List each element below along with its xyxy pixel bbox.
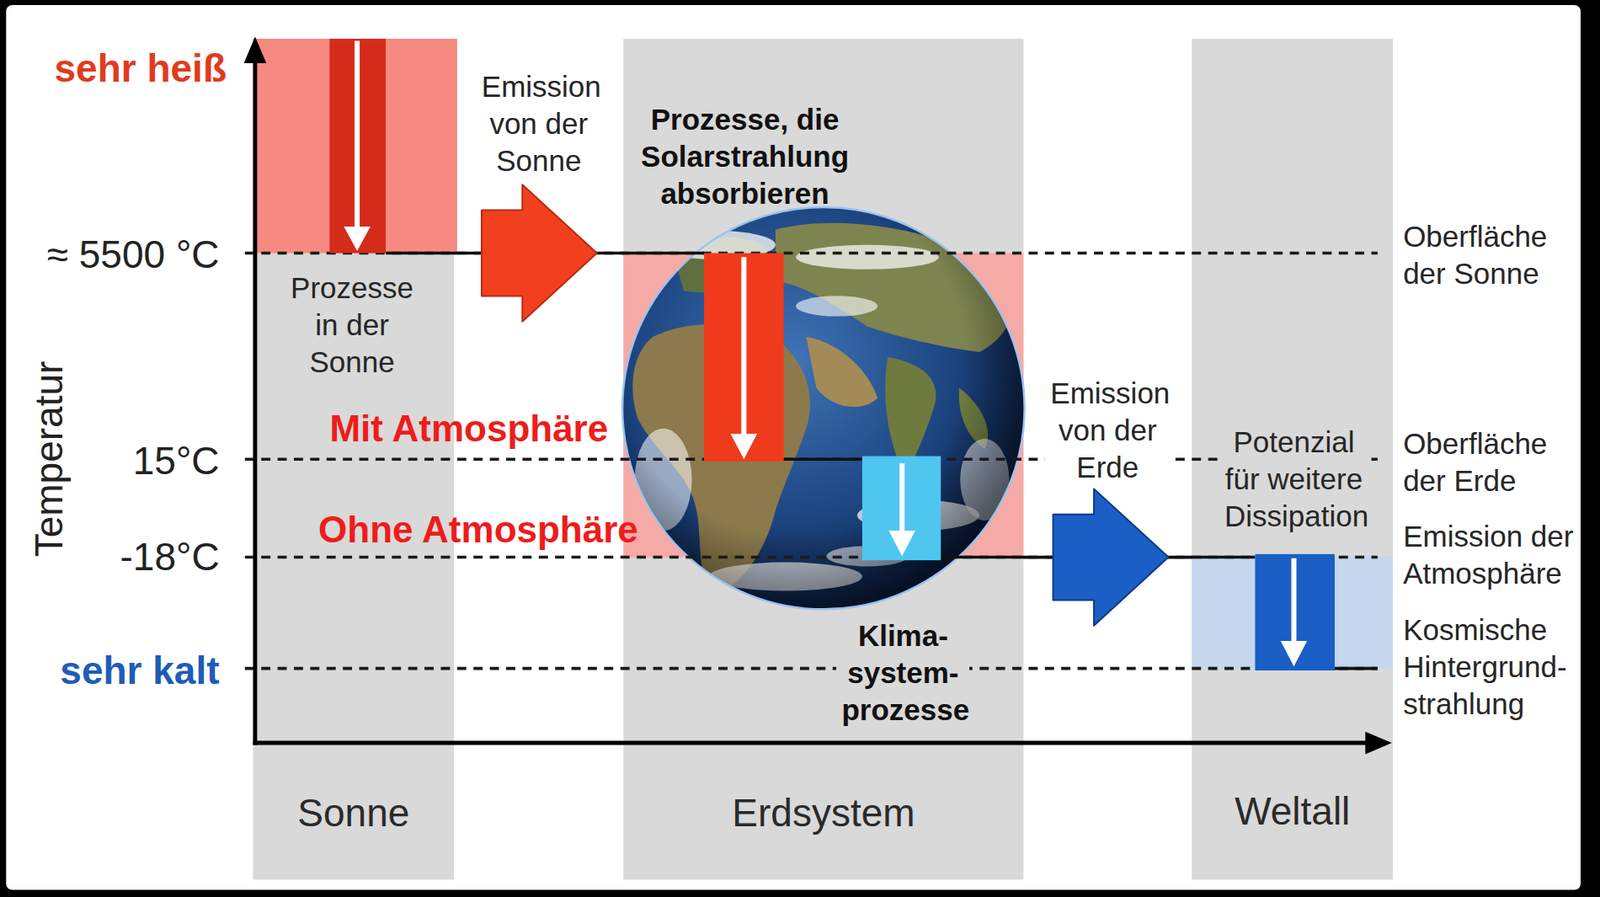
text-holder: Weltall [1234, 789, 1350, 834]
text-holder: Kosmische Hintergrund- strahlung [1402, 611, 1568, 723]
process-label: Prozesse, die Solarstrahlung absorbieren [640, 101, 849, 213]
axis-title: Temperatur [26, 361, 72, 558]
text-holder: Erdsystem [731, 790, 915, 836]
dissipation-bar [1254, 554, 1335, 671]
earth-globe [622, 207, 1024, 609]
process-label: Klima- system- prozesse [836, 617, 970, 729]
earth-surface [622, 207, 1024, 609]
dissipation-arrow [1290, 558, 1296, 645]
text-holder: -18°C [120, 534, 220, 580]
process-label: Prozesse in der Sonne [290, 269, 414, 381]
dissipation-arrowhead [888, 530, 916, 556]
axis-value: -18°C [120, 534, 220, 580]
axis-value: 15°C [133, 438, 220, 484]
level-line [245, 251, 1378, 256]
edge-label: Emission von der Erde [1045, 374, 1170, 486]
text-holder: Ohne Atmosphäre [318, 507, 640, 551]
emission-arrow [453, 184, 624, 321]
level-label: Emission der Atmosphäre [1402, 517, 1575, 592]
column-title: Sonne [297, 790, 410, 836]
text-holder: Oberfläche der Sonne [1402, 218, 1547, 293]
flow-line [385, 251, 455, 256]
level-line [245, 666, 1378, 671]
panel [5, 5, 1581, 890]
axis-label: sehr heiß [53, 46, 227, 91]
column-ground [1191, 38, 1393, 880]
text-holder: sehr heiß [53, 46, 227, 91]
level-label: Oberfläche der Erde [1402, 425, 1547, 500]
axis-line [253, 58, 258, 745]
dissipation-arrow [741, 256, 747, 437]
block-arrow [1053, 488, 1169, 625]
level-label: Oberfläche der Sonne [1402, 218, 1547, 293]
axis-label: sehr kalt [58, 648, 220, 694]
flow-line [1334, 666, 1378, 671]
text-holder: Emission von der Erde [1045, 374, 1170, 486]
flow-line [1190, 555, 1255, 560]
flow-line [784, 457, 863, 461]
text-holder: Mit Atmosphäre [329, 406, 609, 450]
edge-label: Emission von der Sonne [476, 68, 602, 180]
text-holder: sehr kalt [58, 648, 220, 694]
text-holder: 15°C [133, 438, 220, 484]
axis-value: ≈ 5500 °C [46, 232, 220, 278]
column-title: Erdsystem [731, 790, 915, 836]
axis-arrowhead [1365, 731, 1392, 755]
sun-heat-zone [253, 38, 458, 253]
axis-arrowhead [244, 37, 267, 64]
case-label: Ohne Atmosphäre [318, 507, 640, 551]
text-holder: Oberfläche der Erde [1402, 425, 1547, 500]
axis-line [253, 741, 1371, 746]
text-holder: Klima- system- prozesse [836, 617, 970, 729]
earth-atmosphere [622, 207, 1024, 609]
earth-shade [622, 207, 1024, 609]
level-label: Kosmische Hintergrund- strahlung [1402, 611, 1568, 723]
text-holder: Emission der Atmosphäre [1402, 517, 1575, 592]
column-band: Sonne [253, 38, 455, 880]
text-holder: Prozesse in der Sonne [290, 269, 414, 381]
dissipation-bar [862, 456, 941, 561]
text-holder: Potenzial für weitere Dissipation [1219, 423, 1369, 535]
dissipation-bar [329, 38, 386, 253]
flow-line [622, 251, 704, 256]
dissipation-arrow [899, 463, 905, 534]
level-line [245, 457, 1378, 461]
emission-arrow [1023, 488, 1192, 625]
text-holder: ≈ 5500 °C [46, 232, 220, 278]
dissipation-arrow [354, 40, 360, 230]
dissipation-arrowhead [730, 433, 758, 459]
text-holder: Emission von der Sonne [476, 68, 602, 180]
text-holder: Prozesse, die Solarstrahlung absorbieren [640, 101, 849, 213]
space-cold-zone [1191, 555, 1393, 668]
case-label: Mit Atmosphäre [329, 406, 609, 450]
level-line [245, 555, 1378, 560]
dissipation-arrowhead [343, 226, 371, 251]
dissipation-arrowhead [1280, 640, 1308, 667]
column-title: Weltall [1234, 789, 1350, 834]
text-holder: Sonne [297, 790, 410, 836]
dissipation-bar [704, 252, 784, 461]
block-arrow [481, 184, 598, 321]
flow-line [940, 555, 1024, 560]
text-holder: Temperatur [26, 361, 72, 558]
process-label: Potenzial für weitere Dissipation [1219, 423, 1369, 535]
